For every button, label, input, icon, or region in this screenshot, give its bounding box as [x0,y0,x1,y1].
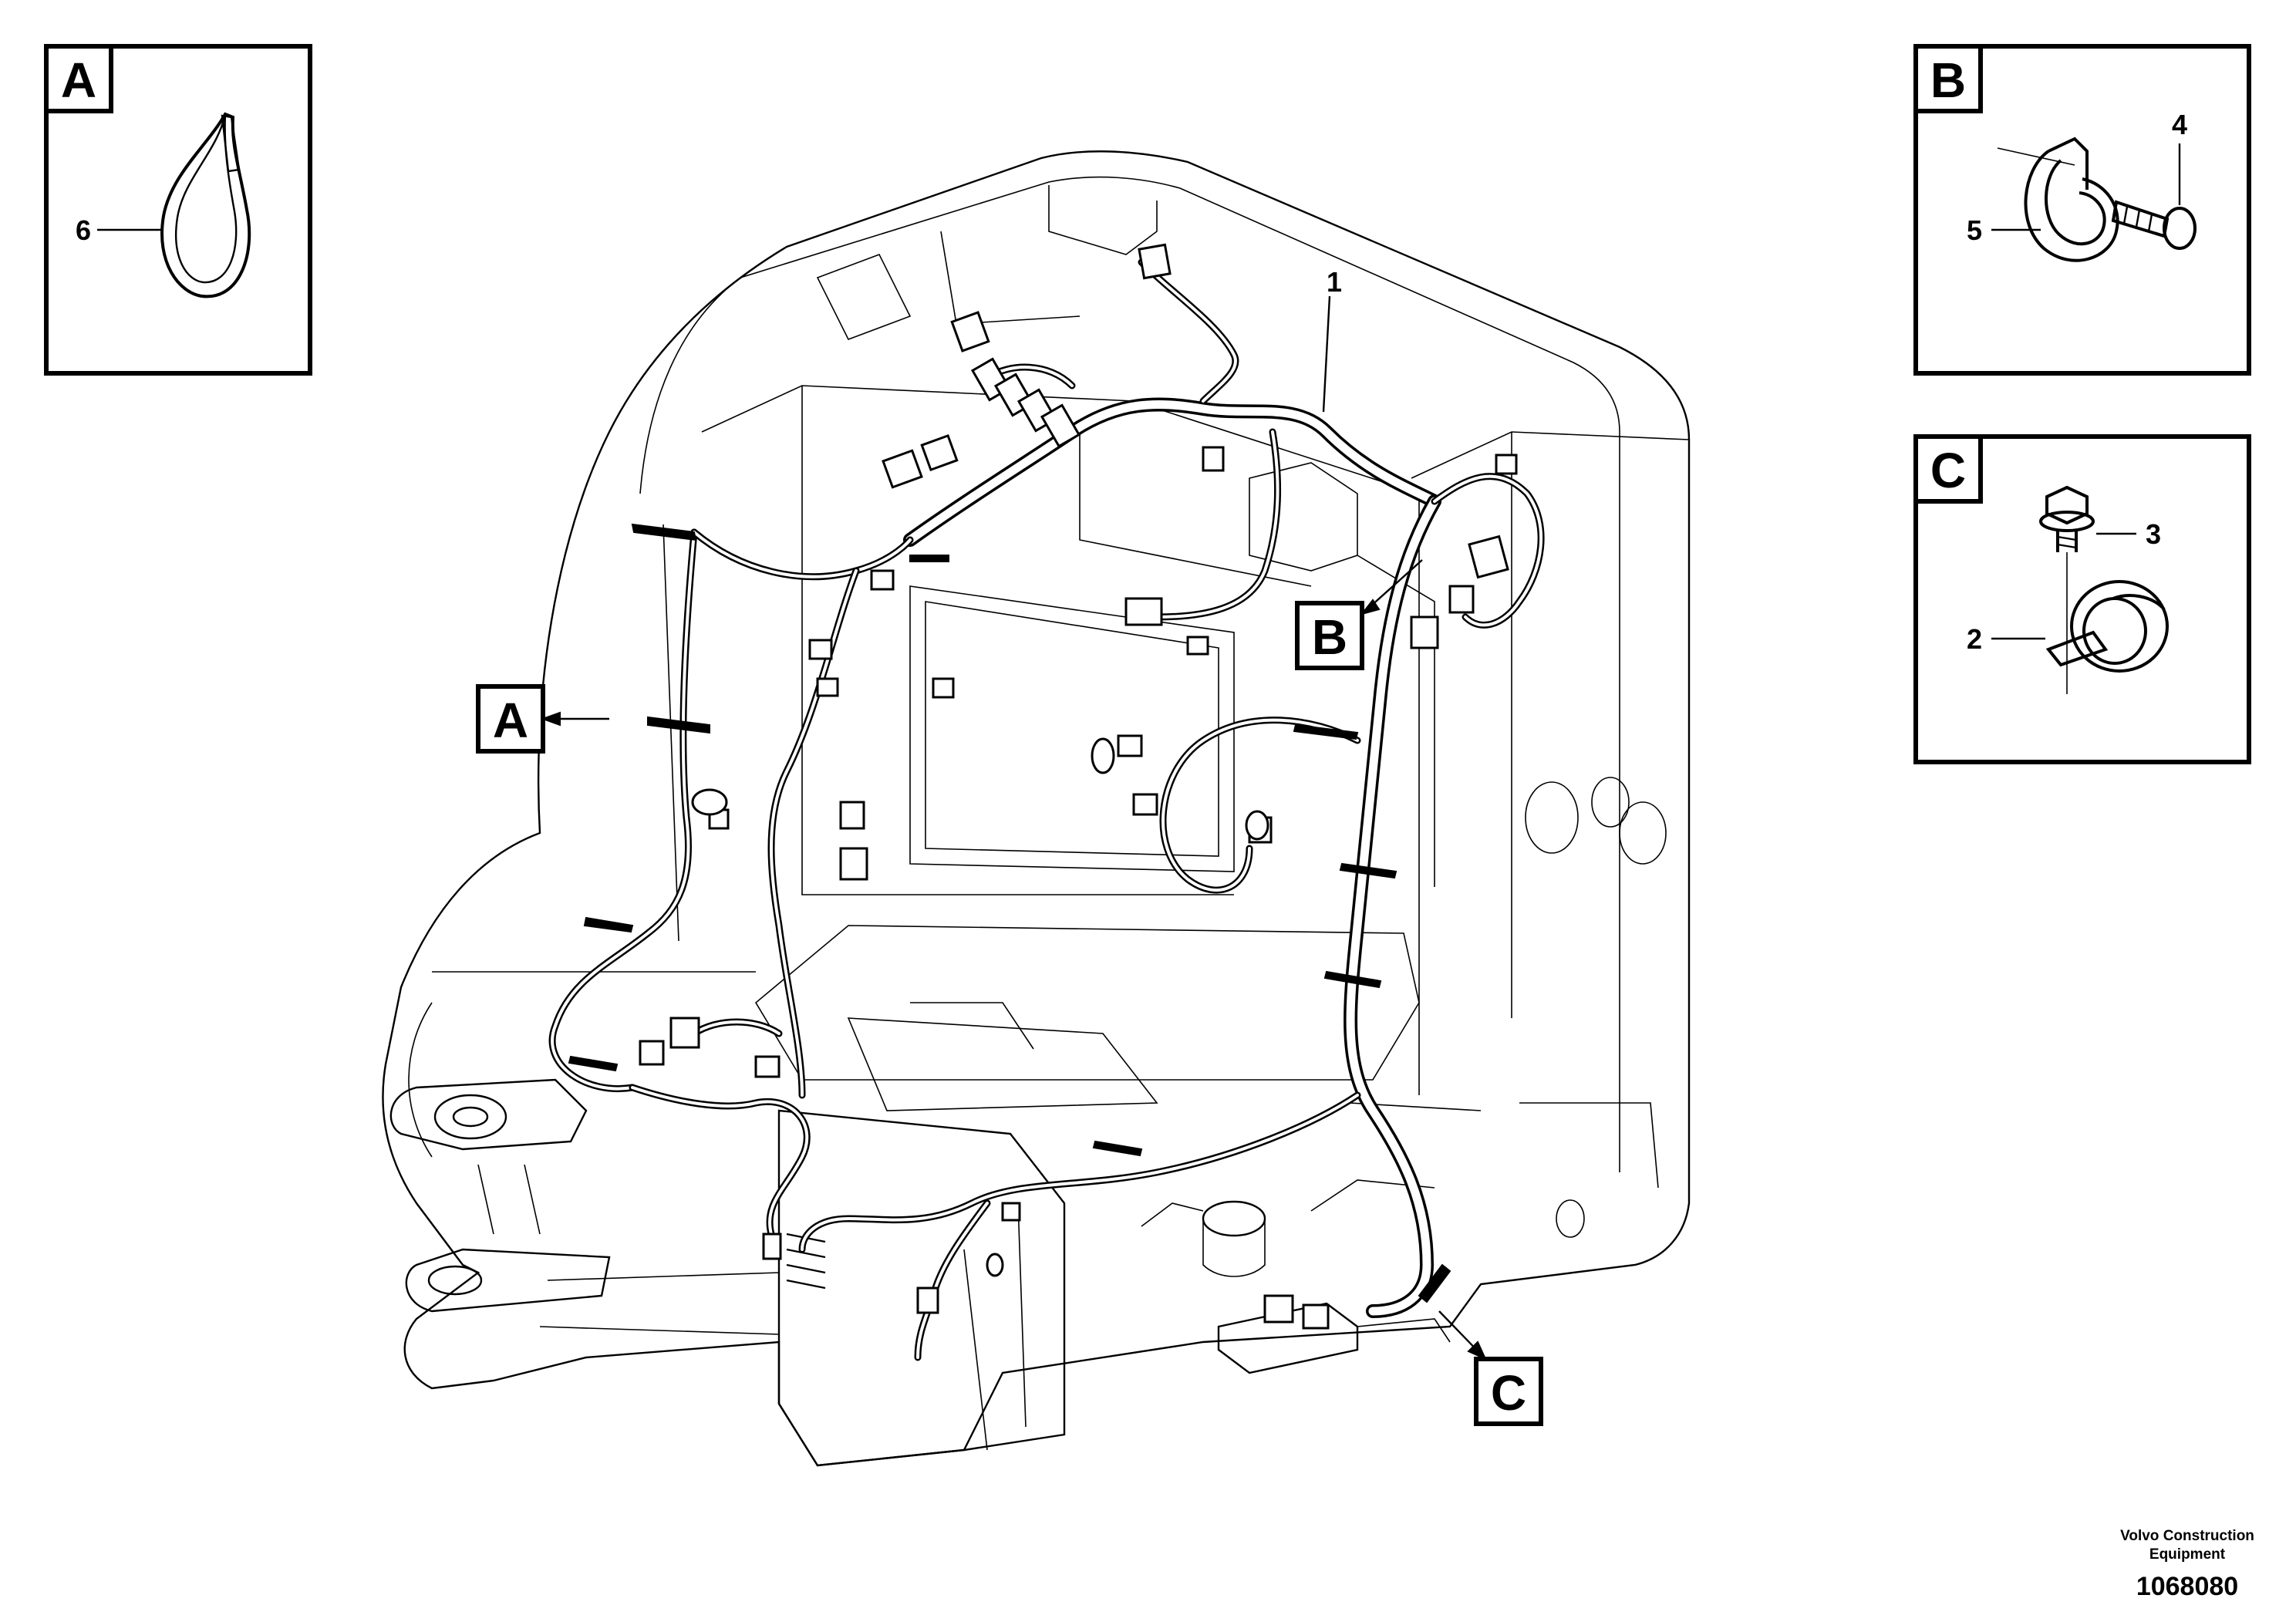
callout-6: 6 [76,214,91,246]
callout-4: 4 [2172,109,2187,140]
footer: Volvo Construction Equipment 1068080 [2120,1528,2254,1601]
callout-5: 5 [1967,214,1982,246]
main-callouts: 1 A B C [476,266,1543,1426]
grommet-icon [2045,552,2169,694]
manufacturer-line-2: Equipment [2149,1546,2226,1563]
harness-clips [568,523,1451,1303]
machine-frame [382,150,1691,1467]
detail-box-c-letter: C [1930,443,1966,498]
bolt-icon [2111,200,2197,250]
main-wiring-harness [548,258,1545,1361]
harness-connectors [639,243,1518,1330]
detail-box-a: A 6 [44,44,312,376]
detail-box-b: B 4 5 [1913,44,2251,376]
callout-1: 1 [1327,266,1342,298]
cable-tie-icon [160,112,251,298]
callout-2: 2 [1967,623,1982,655]
tag-b-letter: B [1312,609,1347,665]
tag-a-letter: A [493,693,528,748]
document-number: 1068080 [2136,1572,2238,1601]
p-clamp-icon [1997,137,2119,262]
callout-3: 3 [2146,518,2161,550]
detail-box-b-letter: B [1930,52,1966,108]
tag-c-letter: C [1491,1365,1526,1421]
manufacturer-line-1: Volvo Construction [2120,1528,2254,1544]
detail-box-a-letter: A [61,52,96,108]
detail-box-c: C 3 2 [1913,434,2251,764]
flange-bolt-icon [2039,485,2095,552]
